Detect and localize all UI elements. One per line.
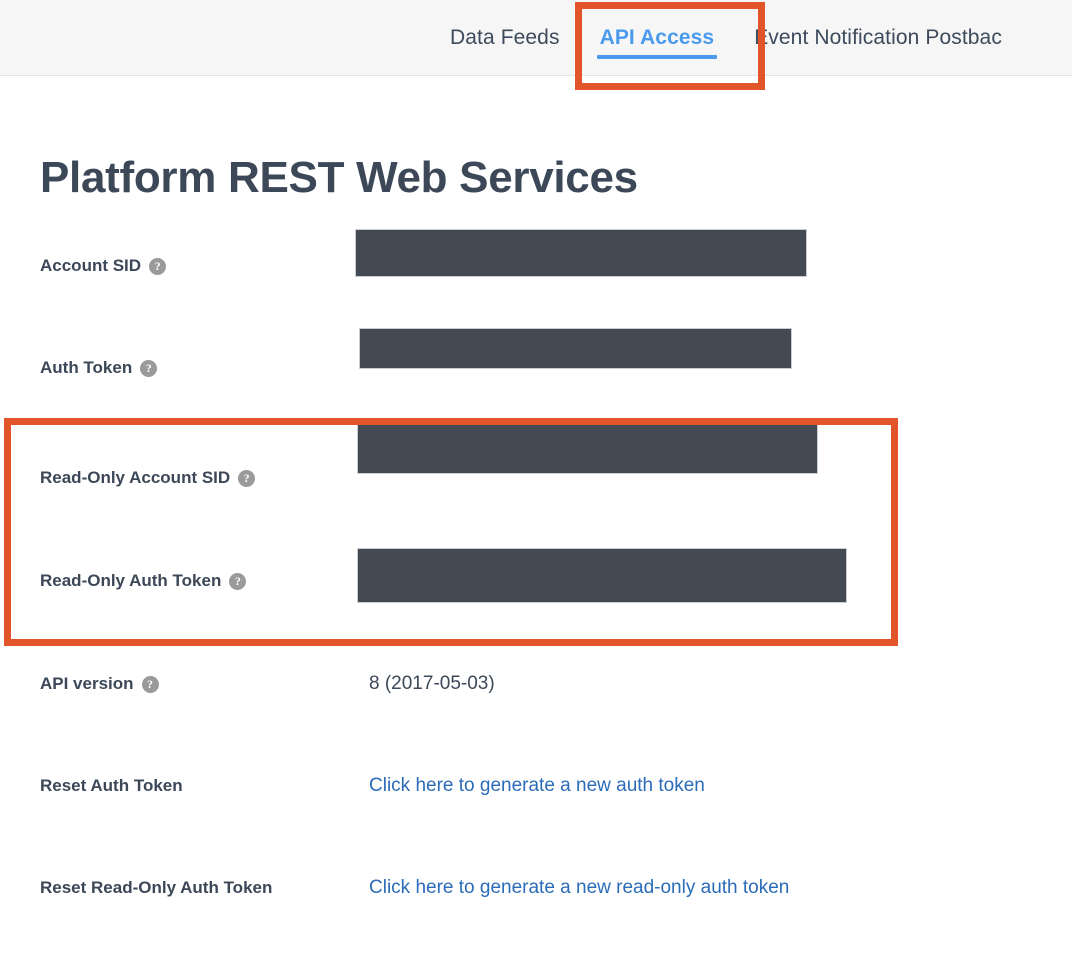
- field-row-api-version: API version ? 8 (2017-05-03): [0, 654, 1072, 714]
- page-title: Platform REST Web Services: [40, 153, 638, 202]
- label-account-sid-text: Account SID: [40, 256, 142, 275]
- label-reset-auth-token: Reset Auth Token: [40, 776, 183, 796]
- redacted-value-auth-token: [359, 328, 792, 369]
- label-reset-auth-token-text: Reset Auth Token: [40, 776, 183, 795]
- help-circle-icon[interactable]: ?: [141, 675, 159, 693]
- active-tab-underline: [596, 55, 718, 59]
- help-circle-icon[interactable]: ?: [229, 572, 247, 590]
- value-api-version: 8 (2017-05-03): [369, 673, 495, 694]
- help-circle-icon[interactable]: ?: [149, 257, 167, 275]
- label-auth-token: Auth Token ?: [40, 358, 158, 378]
- tab-list: Data Feeds API Access Event Notification…: [430, 0, 1022, 76]
- label-auth-token-text: Auth Token: [40, 358, 133, 377]
- field-row-reset-auth-token: Reset Auth Token Click here to generate …: [0, 756, 1072, 816]
- label-read-only-account-sid-text: Read-Only Account SID: [40, 468, 231, 487]
- help-circle-icon[interactable]: ?: [140, 359, 158, 377]
- field-row-auth-token: Auth Token ?: [0, 328, 1072, 398]
- label-read-only-account-sid: Read-Only Account SID ?: [40, 468, 256, 488]
- tab-api-access[interactable]: API Access: [580, 0, 735, 76]
- label-reset-read-only-auth-token: Reset Read-Only Auth Token: [40, 878, 272, 898]
- tab-event-notification-postback[interactable]: Event Notification Postbac: [734, 0, 1022, 76]
- label-api-version-text: API version: [40, 674, 134, 693]
- tab-data-feeds-label: Data Feeds: [450, 26, 560, 49]
- link-generate-new-read-only-auth-token[interactable]: Click here to generate a new read-only a…: [369, 877, 790, 898]
- label-read-only-auth-token-text: Read-Only Auth Token: [40, 571, 222, 590]
- label-reset-read-only-auth-token-text: Reset Read-Only Auth Token: [40, 878, 273, 897]
- help-circle-icon[interactable]: ?: [238, 469, 256, 487]
- tab-event-notification-postback-label: Event Notification Postbac: [754, 26, 1002, 49]
- tab-bar: Data Feeds API Access Event Notification…: [0, 0, 1072, 76]
- label-read-only-auth-token: Read-Only Auth Token ?: [40, 571, 247, 591]
- field-row-read-only-account-sid: Read-Only Account SID ?: [0, 424, 1072, 508]
- field-row-read-only-auth-token: Read-Only Auth Token ?: [0, 548, 1072, 611]
- label-account-sid: Account SID ?: [40, 256, 167, 276]
- link-generate-new-auth-token[interactable]: Click here to generate a new auth token: [369, 775, 705, 796]
- redacted-value-account-sid: [355, 229, 807, 277]
- field-row-reset-read-only-auth-token: Reset Read-Only Auth Token Click here to…: [0, 858, 1072, 918]
- redacted-value-read-only-account-sid: [357, 424, 818, 474]
- tab-api-access-label: API Access: [599, 26, 715, 49]
- label-api-version: API version ?: [40, 674, 159, 694]
- tab-data-feeds[interactable]: Data Feeds: [430, 0, 580, 76]
- field-row-account-sid: Account SID ?: [0, 229, 1072, 296]
- redacted-value-read-only-auth-token: [357, 548, 847, 603]
